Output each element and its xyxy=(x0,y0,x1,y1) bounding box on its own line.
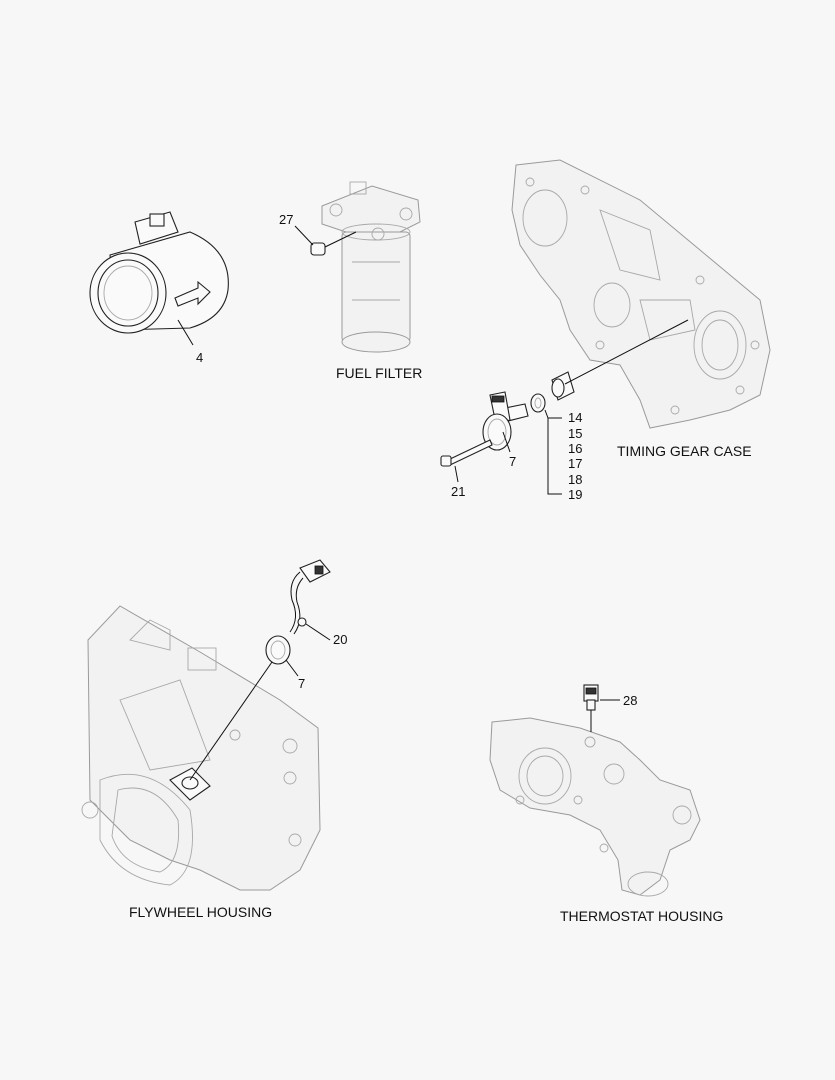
fuel-filter-part xyxy=(321,181,421,353)
callout-20: 20 xyxy=(333,632,347,647)
caption-flywheel-housing: FLYWHEEL HOUSING xyxy=(129,904,272,920)
coolant-temp-sensor-part xyxy=(583,684,599,732)
caption-fuel-filter: FUEL FILTER xyxy=(336,365,422,381)
air-flow-meter-part xyxy=(89,211,229,346)
leader-21 xyxy=(454,465,459,483)
leader-7b xyxy=(285,659,299,677)
callout-19: 19 xyxy=(568,487,582,502)
fuel-temp-sensor-part xyxy=(310,231,357,256)
callout-7b: 7 xyxy=(298,676,305,691)
timing-gear-case-part xyxy=(511,159,771,429)
flywheel-speed-sensor-assembly xyxy=(189,559,331,781)
callout-28: 28 xyxy=(623,693,637,708)
callout-27: 27 xyxy=(279,212,293,227)
callout-17: 17 xyxy=(568,456,582,471)
thermostat-housing-part xyxy=(489,717,701,897)
callout-18: 18 xyxy=(568,472,582,487)
leader-bracket-14-19 xyxy=(544,409,562,495)
camshaft-sensor-assembly xyxy=(440,319,689,467)
caption-timing-gear-case: TIMING GEAR CASE xyxy=(617,443,752,459)
callout-15: 15 xyxy=(568,426,582,441)
leader-20 xyxy=(305,623,331,641)
leader-7a xyxy=(502,431,511,453)
leader-27 xyxy=(294,225,314,246)
callout-4: 4 xyxy=(196,350,203,365)
callout-21: 21 xyxy=(451,484,465,499)
callout-7a: 7 xyxy=(509,454,516,469)
flywheel-housing-part xyxy=(81,605,321,891)
callout-14: 14 xyxy=(568,410,582,425)
caption-thermostat-housing: THERMOSTAT HOUSING xyxy=(560,908,723,924)
callout-16: 16 xyxy=(568,441,582,456)
